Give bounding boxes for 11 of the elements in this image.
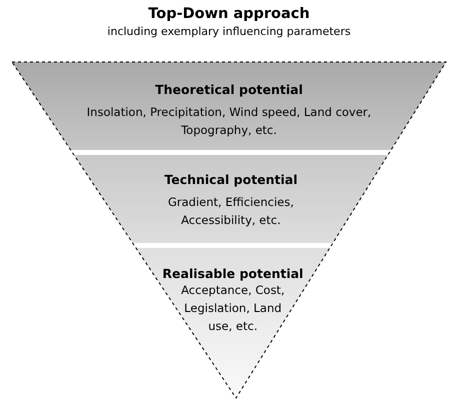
band-heading: Theoretical potential (155, 82, 303, 97)
band-heading: Realisable potential (162, 266, 304, 281)
triangle-band (12, 62, 446, 150)
triangle-band (74, 155, 388, 243)
band-text: Gradient, Efficiencies, Accessibility, etc. (167, 194, 295, 229)
band-text: Acceptance, Cost, Legislation, Land use, etc. (180, 282, 286, 335)
title: Top-Down approach (147, 6, 311, 22)
band-heading: Technical potential (164, 172, 298, 187)
band-text: Insolation, Precipitation, Wind speed, Land cover, Topography, etc. (86, 104, 372, 139)
triangle-band (136, 248, 330, 398)
subtitle: including exemplary influencing parameters (106, 25, 352, 38)
